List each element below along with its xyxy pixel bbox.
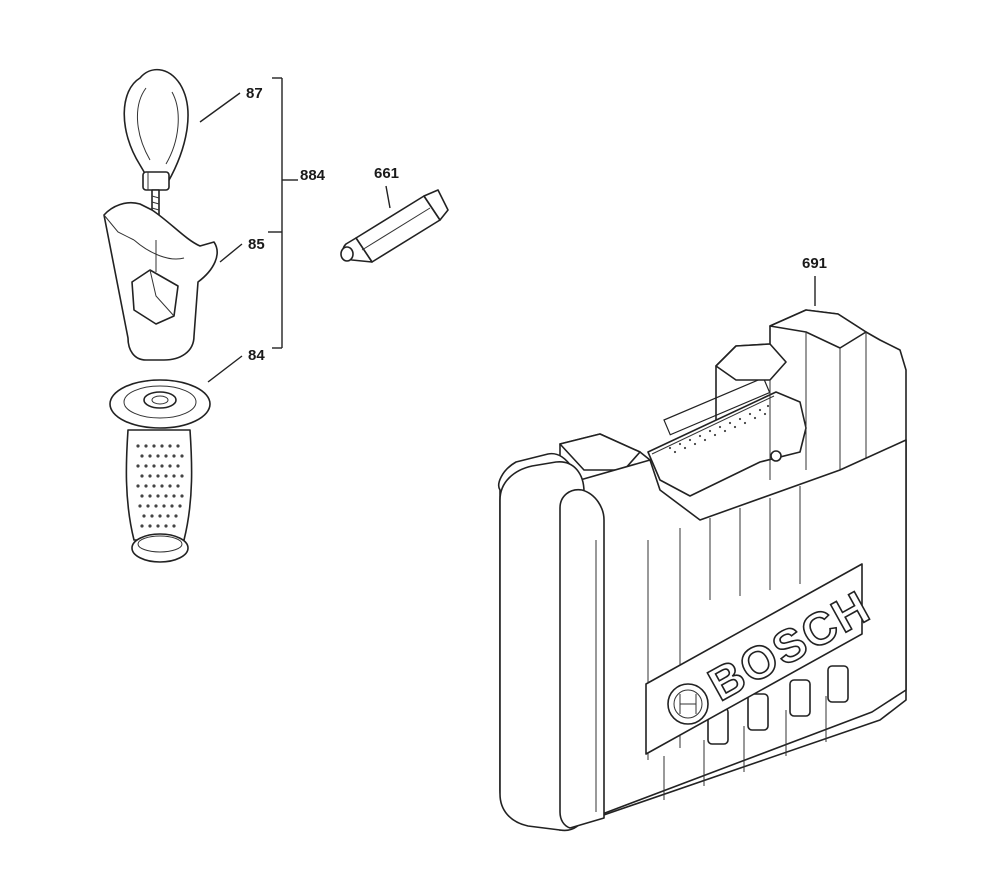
callout-661: 661 <box>374 165 399 182</box>
grip-knurling <box>136 444 184 528</box>
part-85-handle-holder <box>103 201 218 361</box>
part-691-carrying-case: BOSCH <box>498 309 907 832</box>
callout-84: 84 <box>248 347 265 364</box>
handle-grip-texture <box>668 404 770 454</box>
callout-85: 85 <box>248 236 265 253</box>
bosch-emblem-icon <box>667 683 709 725</box>
callout-884: 884 <box>300 167 326 184</box>
leader-661 <box>385 185 391 209</box>
callout-691: 691 <box>802 255 827 272</box>
bracket-884 <box>268 77 298 349</box>
callout-87: 87 <box>246 85 263 102</box>
leader-85 <box>219 243 243 263</box>
part-661-grease-tube <box>340 189 449 263</box>
leader-84 <box>207 355 243 383</box>
part-84-auxiliary-handle <box>109 379 211 563</box>
leader-87 <box>199 92 241 123</box>
